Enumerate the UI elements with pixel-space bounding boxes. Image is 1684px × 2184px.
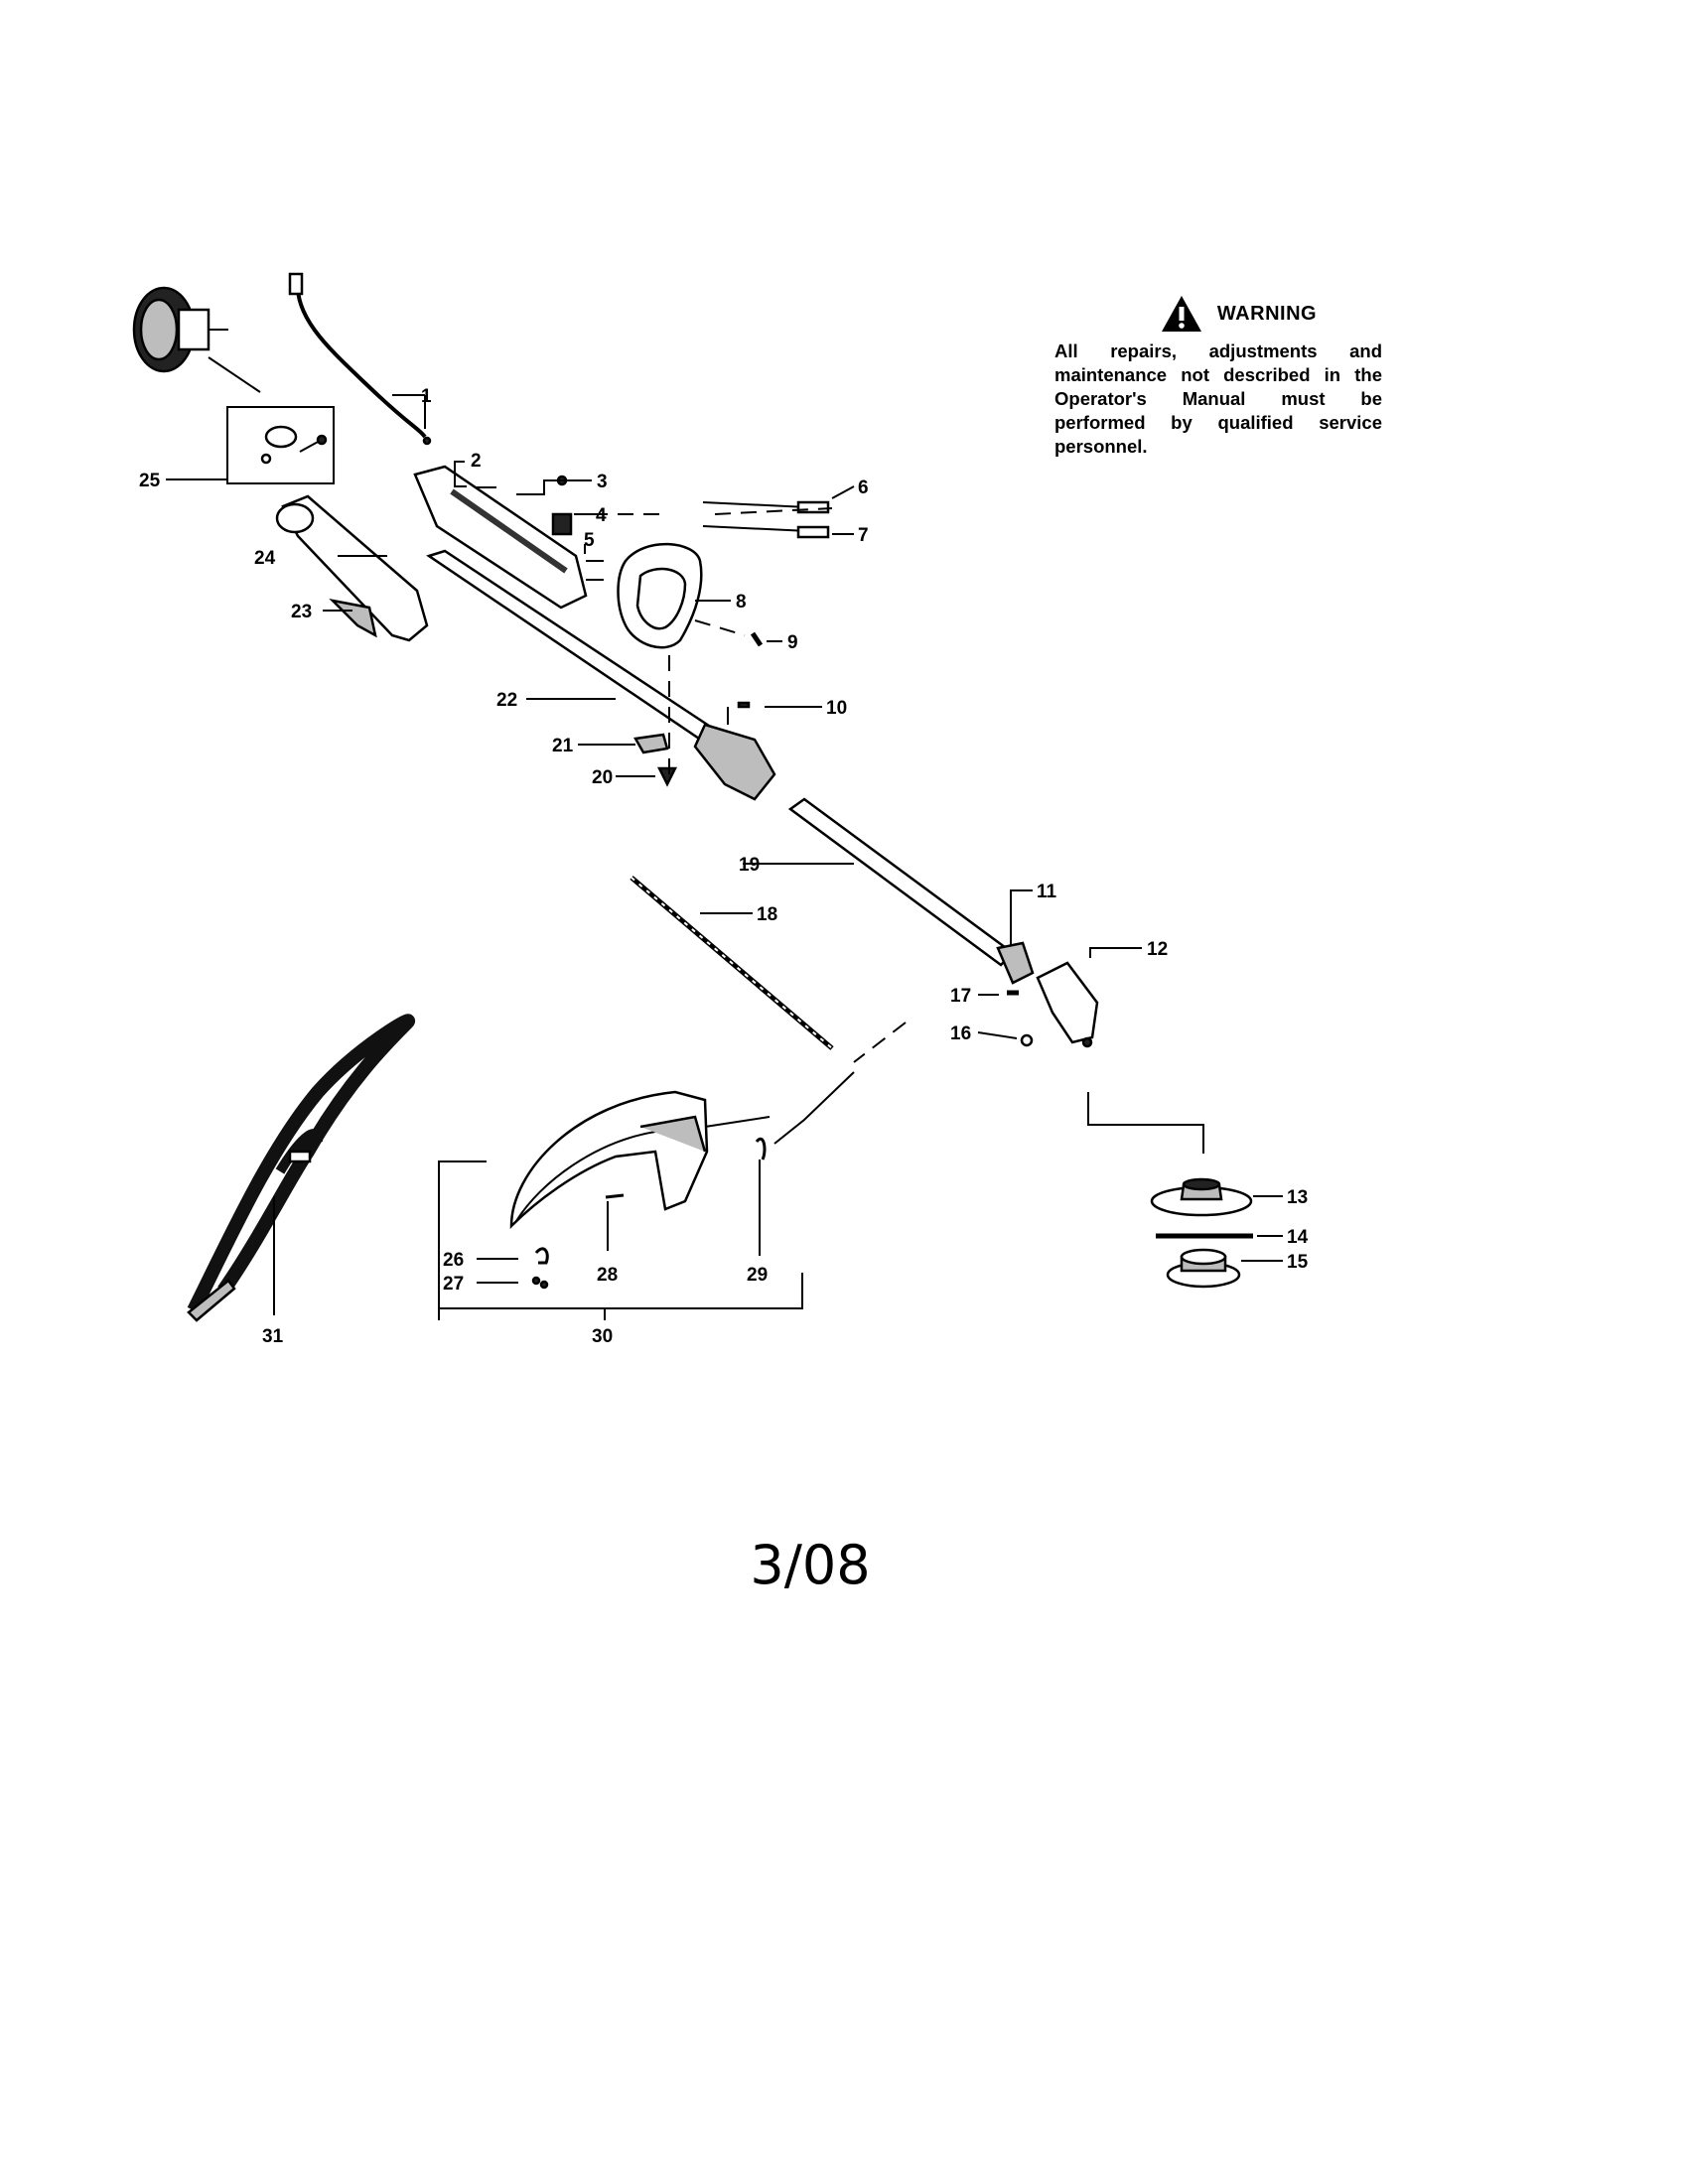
label-21: 21 (552, 736, 574, 756)
warning-title: WARNING (1216, 302, 1318, 325)
label-19: 19 (739, 855, 760, 876)
label-7: 7 (858, 525, 869, 546)
label-16: 16 (950, 1024, 971, 1044)
clamp-kit-drawing (208, 356, 335, 484)
gear-head-drawing (1036, 961, 1099, 1048)
label-24: 24 (254, 548, 276, 569)
label-30: 30 (592, 1326, 613, 1347)
label-20: 20 (592, 767, 613, 788)
trigger-drawing (329, 599, 377, 638)
label-9: 9 (787, 632, 798, 653)
label-6: 6 (858, 478, 869, 498)
label-28: 28 (597, 1265, 618, 1286)
lower-shaft-drawing (787, 797, 1035, 985)
part-labels: 1 2 3 4 5 6 7 8 9 10 11 12 13 14 15 16 1… (139, 386, 1309, 1347)
throttle-cable-drawing (288, 272, 432, 446)
hardware-drawing (633, 631, 764, 787)
label-14: 14 (1287, 1227, 1309, 1248)
label-8: 8 (736, 592, 747, 613)
spool-assembly-drawing (1150, 1177, 1253, 1289)
label-18: 18 (757, 904, 777, 925)
label-31: 31 (262, 1326, 284, 1347)
label-5: 5 (584, 530, 595, 551)
warning-box: WARNING All repairs, adjustments and mai… (1054, 294, 1382, 459)
label-13: 13 (1287, 1187, 1308, 1208)
label-22: 22 (496, 690, 517, 711)
label-3: 3 (597, 472, 608, 492)
upper-shaft-drawing (426, 549, 776, 801)
label-26: 26 (443, 1250, 464, 1271)
label-23: 23 (291, 602, 312, 622)
drive-shaft-drawing (630, 876, 834, 1050)
label-11: 11 (1037, 882, 1057, 902)
label-27: 27 (443, 1274, 464, 1295)
label-15: 15 (1287, 1252, 1309, 1273)
label-10: 10 (826, 698, 847, 719)
page-number: 3/08 (750, 1534, 871, 1596)
throttle-handle-drawing (413, 465, 588, 610)
warning-text: All repairs, adjustments and maintenance… (1054, 341, 1382, 457)
warning-header: WARNING (1094, 294, 1382, 334)
screws-lower-drawing (1007, 990, 1034, 1047)
wires-drawing (702, 500, 830, 539)
label-4: 4 (596, 505, 607, 526)
engine-housing-drawing (132, 286, 228, 373)
strap-drawing (187, 1014, 416, 1322)
guard-drawing (509, 1090, 767, 1290)
warning-triangle-icon (1161, 296, 1201, 332)
label-12: 12 (1147, 939, 1168, 960)
label-1: 1 (421, 386, 432, 407)
label-29: 29 (747, 1265, 768, 1286)
label-2: 2 (471, 451, 482, 472)
label-17: 17 (950, 986, 971, 1007)
label-25: 25 (139, 471, 161, 491)
rear-handle-drawing (275, 494, 429, 642)
leader-lines (166, 394, 1283, 1320)
handle-loop-drawing (617, 542, 703, 649)
